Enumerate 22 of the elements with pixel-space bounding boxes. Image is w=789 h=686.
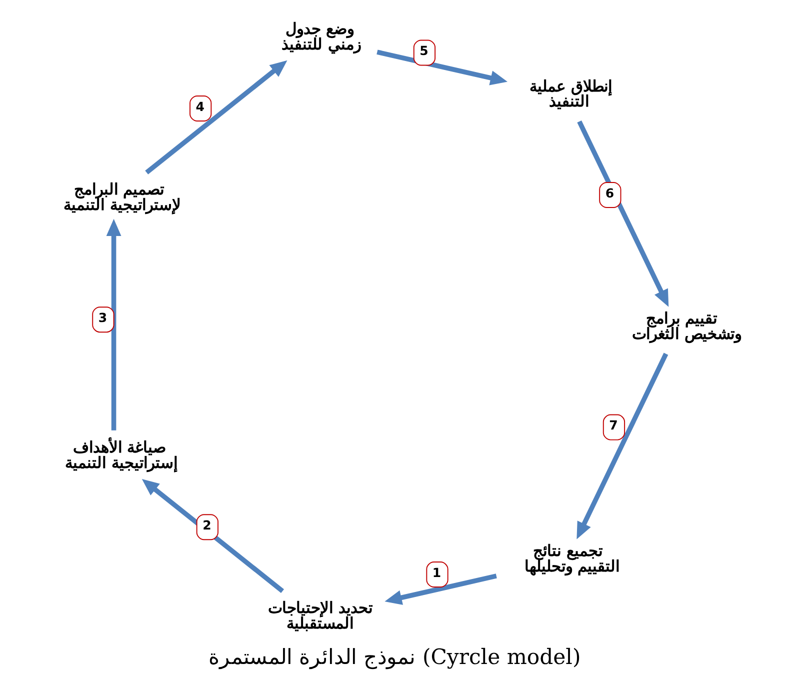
arrow (142, 478, 284, 593)
node-text: صياغة الأهداف إستراتيجية التنمية (65, 438, 178, 472)
arrow (106, 218, 122, 430)
node-text: تجميع نتائج التقييم وتحليلها (524, 542, 620, 576)
node-text: تصميم البرامج لإستراتيجية التنمية (64, 180, 182, 214)
arrow (376, 50, 508, 86)
node-text: وضع جدول زمني للتنفيذ (282, 20, 362, 54)
node-text: تقييم برامج وتشخيص الثغرات (632, 310, 742, 343)
edge-label: 3 (98, 310, 108, 325)
diagram-title: نموذج الدائرة المستمرة (Cyrcle model) (208, 644, 581, 670)
edge-label: 5 (420, 43, 428, 58)
arrow (384, 574, 497, 605)
edge-label: 7 (609, 418, 618, 433)
node-text: إنطلاق عملية التنفيذ (530, 77, 612, 111)
node-text: تحديد الإحتياجات المستقبلية (268, 599, 373, 633)
arrow (577, 120, 669, 307)
arrow (145, 60, 288, 174)
edge-label: 1 (432, 564, 442, 580)
arrow (576, 352, 668, 540)
edge-label: 6 (605, 185, 614, 200)
edge-label: 4 (196, 98, 204, 114)
edge-label: 2 (202, 517, 212, 532)
